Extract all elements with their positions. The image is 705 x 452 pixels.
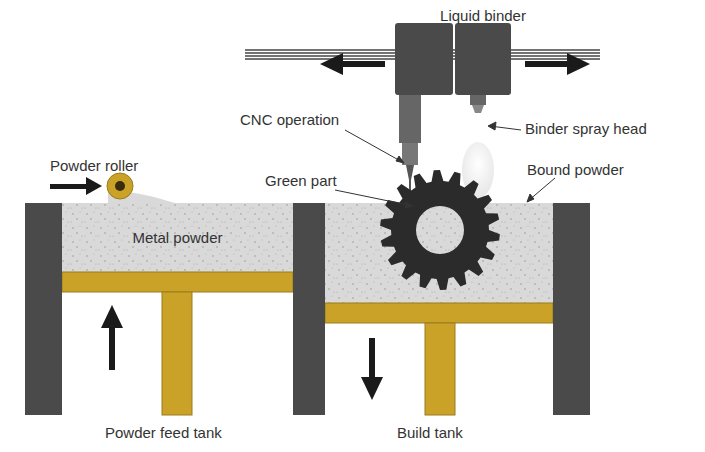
tank-wall: [25, 203, 590, 415]
component-label: CNC operation: [240, 111, 339, 129]
component-label: Bound powder: [527, 161, 624, 179]
component-label: Green part: [265, 172, 337, 190]
green-part-gear: [380, 170, 500, 290]
region-label: Metal powder: [132, 229, 222, 246]
tank-label: Build tank: [397, 424, 463, 442]
component-label: Binder spray head: [525, 120, 647, 138]
component-label: Powder roller: [50, 157, 138, 175]
piston-arrow: [101, 305, 383, 400]
powder-roller: [50, 173, 133, 199]
component-label: Liquid binder: [440, 7, 526, 25]
powder-region: Metal powder: [62, 203, 293, 272]
print-head: [395, 23, 453, 95]
powder-bed: [62, 203, 293, 272]
spray-nozzle: [470, 95, 486, 113]
leader-line: [335, 122, 555, 208]
tank-label: Powder feed tank: [105, 424, 222, 442]
print-head: [455, 23, 511, 95]
powder-bed: [325, 203, 553, 303]
